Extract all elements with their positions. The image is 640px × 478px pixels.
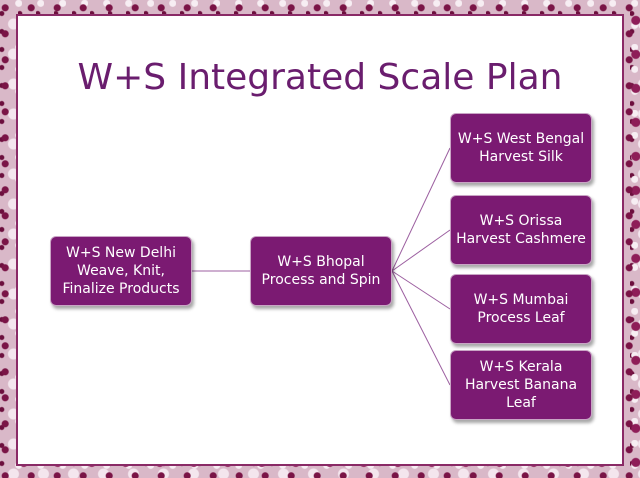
- node-mumbai-line-1: W+S Mumbai: [473, 292, 569, 308]
- node-kerala-line-3: Leaf: [506, 395, 536, 411]
- connector-layer: [192, 147, 451, 386]
- connector-hub-to-mumbai: [391, 270, 451, 310]
- node-orissa-line-1: W+S Orissa: [479, 213, 563, 229]
- node-mumbai: W+S Mumbai Process Leaf: [450, 274, 592, 344]
- node-kerala-line-1: W+S Kerala: [479, 359, 563, 375]
- connector-hub-to-west-bengal: [391, 147, 451, 272]
- node-mumbai-line-2: Process Leaf: [477, 310, 565, 326]
- node-bhopal-line-2: Process and Spin: [261, 272, 381, 288]
- node-orissa: W+S Orissa Harvest Cashmere: [450, 195, 592, 265]
- node-west-bengal-line-1: W+S West Bengal: [457, 131, 585, 147]
- node-new-delhi-line-2: Weave, Knit,: [77, 263, 165, 279]
- node-new-delhi-line-1: W+S New Delhi: [66, 245, 176, 261]
- connector-hub-to-orissa: [391, 229, 451, 272]
- node-orissa-line-2: Harvest Cashmere: [456, 231, 586, 247]
- node-kerala: W+S Kerala Harvest Banana Leaf: [450, 350, 592, 420]
- node-west-bengal: W+S West Bengal Harvest Silk: [450, 113, 592, 183]
- node-bhopal-line-1: W+S Bhopal: [277, 254, 365, 270]
- node-kerala-line-2: Harvest Banana: [464, 377, 578, 393]
- slide-title: W+S Integrated Scale Plan: [77, 57, 563, 98]
- connector-hub-to-kerala: [391, 270, 451, 386]
- node-west-bengal-line-2: Harvest Silk: [479, 149, 563, 165]
- node-new-delhi-line-3: Finalize Products: [62, 281, 180, 297]
- node-bhopal: W+S Bhopal Process and Spin: [250, 236, 392, 306]
- node-new-delhi: W+S New Delhi Weave, Knit, Finalize Prod…: [50, 236, 192, 306]
- content-panel: W+S Integrated Scale Plan W+S New Delhi …: [16, 14, 624, 466]
